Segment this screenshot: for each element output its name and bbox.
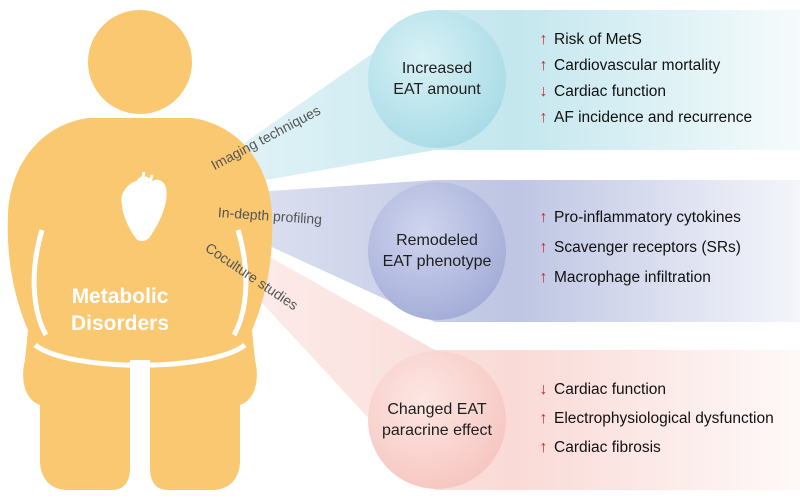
right-arm-line — [231, 229, 249, 337]
arrow-down-icon: ↓ — [539, 83, 548, 100]
arrow-up-icon: ↑ — [539, 109, 548, 126]
arrow-up-icon: ↑ — [539, 239, 548, 256]
circle-increased-eat — [368, 10, 506, 148]
panel-3-title: Changed EAT paracrine effect — [372, 399, 502, 441]
effect-text: Risk of MetS — [554, 31, 642, 48]
circle-changed-eat — [368, 351, 506, 489]
effect-text: Cardiovascular mortality — [554, 57, 721, 74]
effect-item: ↑ Macrophage infiltration — [538, 268, 711, 288]
belly-line — [33, 342, 247, 368]
arrow-up-icon: ↑ — [539, 209, 548, 226]
arrow-down-icon: ↓ — [539, 381, 548, 398]
heart-icon — [121, 171, 167, 242]
panel-3-title-line-1: Changed EAT — [387, 401, 487, 418]
arrow-up-icon: ↑ — [539, 410, 548, 427]
effect-item: ↑ Scavenger receptors (SRs) — [538, 238, 741, 258]
body-silhouette — [7, 10, 273, 490]
effect-text: Pro-inflammatory cytokines — [554, 209, 741, 226]
effect-item: ↑ Pro-inflammatory cytokines — [538, 208, 741, 228]
body-torso — [7, 118, 273, 490]
effect-item: ↓ Cardiac function — [538, 82, 667, 102]
arrow-up-icon: ↑ — [539, 57, 548, 74]
body-label: Metabolic Disorders — [60, 283, 180, 337]
arrow-up-icon: ↑ — [539, 269, 548, 286]
effect-text: Cardiac fibrosis — [554, 439, 661, 456]
effect-item: ↑ Electrophysiological dysfunction — [538, 409, 774, 429]
left-arm-line — [31, 229, 49, 337]
circle-remodeled-eat — [368, 182, 506, 320]
effect-text: AF incidence and recurrence — [554, 109, 753, 126]
effect-text: Scavenger receptors (SRs) — [554, 239, 741, 256]
beam-bottom — [165, 198, 800, 490]
effect-item: ↑ Risk of MetS — [538, 30, 642, 50]
effect-text: Cardiac function — [554, 83, 667, 100]
panel-2-title: Remodeled EAT phenotype — [372, 230, 502, 272]
arrow-up-icon: ↑ — [539, 439, 548, 456]
panel-1-title: Increased EAT amount — [372, 58, 502, 100]
body-label-line-1: Metabolic — [71, 285, 169, 308]
effect-item: ↓ Cardiac function — [538, 380, 667, 400]
effect-text: Macrophage infiltration — [554, 269, 711, 286]
panel-3-title-line-2: paracrine effect — [382, 422, 492, 439]
effect-item: ↑ Cardiovascular mortality — [538, 56, 721, 76]
effect-item: ↑ Cardiac fibrosis — [538, 438, 661, 458]
panel-2-title-line-2: EAT phenotype — [382, 253, 492, 270]
effect-text: Cardiac function — [554, 381, 667, 398]
effect-text: Electrophysiological dysfunction — [554, 410, 774, 427]
effect-item: ↑ AF incidence and recurrence — [538, 108, 753, 128]
arrow-up-icon: ↑ — [539, 31, 548, 48]
panel-2-title-line-1: Remodeled — [396, 232, 478, 249]
body-label-line-2: Disorders — [70, 312, 170, 335]
panel-1-title-line-2: EAT amount — [393, 81, 481, 98]
panel-1-title-line-1: Increased — [401, 60, 473, 77]
body-head — [88, 10, 192, 114]
